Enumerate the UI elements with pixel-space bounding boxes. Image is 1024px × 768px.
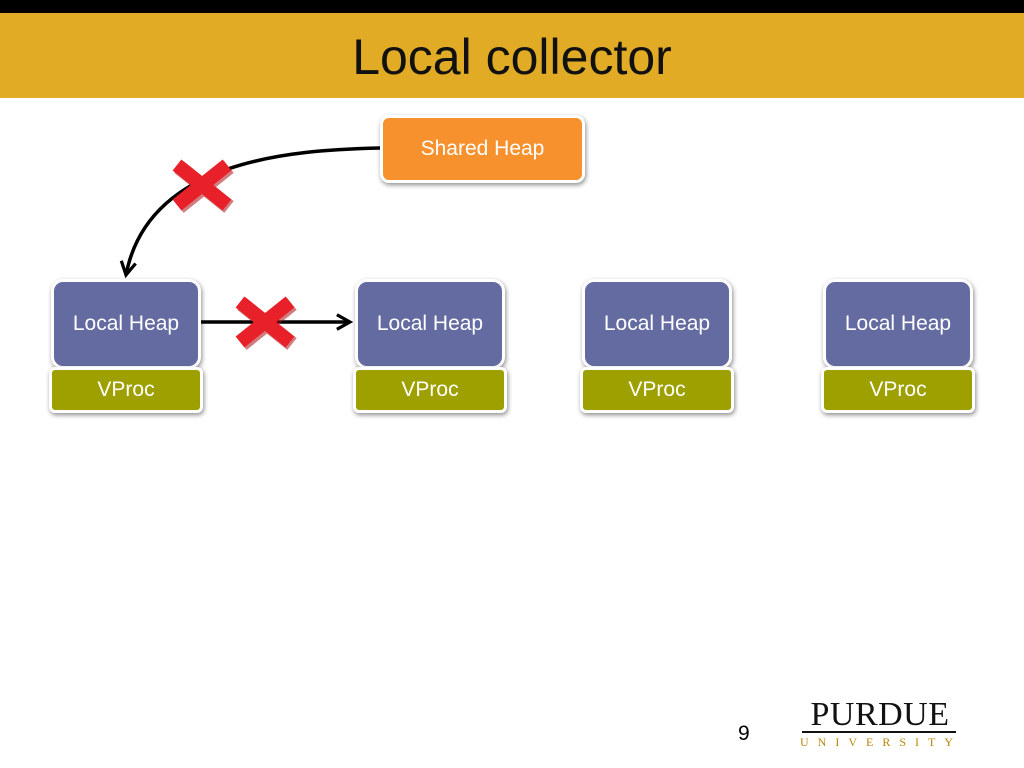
logo-subtitle: UNIVERSITY [800,735,962,749]
title-band: Local collector [0,13,1024,98]
local-heap-box: Local Heap [51,279,201,369]
purdue-logo: PURDUE UNIVERSITY [800,698,960,752]
vproc-box: VProc [821,367,975,413]
vproc-box: VProc [353,367,507,413]
logo-rule [802,731,956,733]
vproc-box: VProc [580,367,734,413]
shared-heap-box: Shared Heap [380,115,585,183]
vproc-box: VProc [49,367,203,413]
page-number: 9 [738,722,750,745]
top-rule [0,0,1024,13]
slide-title: Local collector [352,28,672,85]
forbidden-x-icon [172,159,234,213]
local-heap-box: Local Heap [355,279,505,369]
local-heap-box: Local Heap [582,279,732,369]
edge-shared-to-local-heap-1 [126,146,381,275]
local-heap-box: Local Heap [823,279,973,369]
forbidden-x-icon [235,296,297,350]
logo-wordmark: PURDUE [810,696,950,733]
